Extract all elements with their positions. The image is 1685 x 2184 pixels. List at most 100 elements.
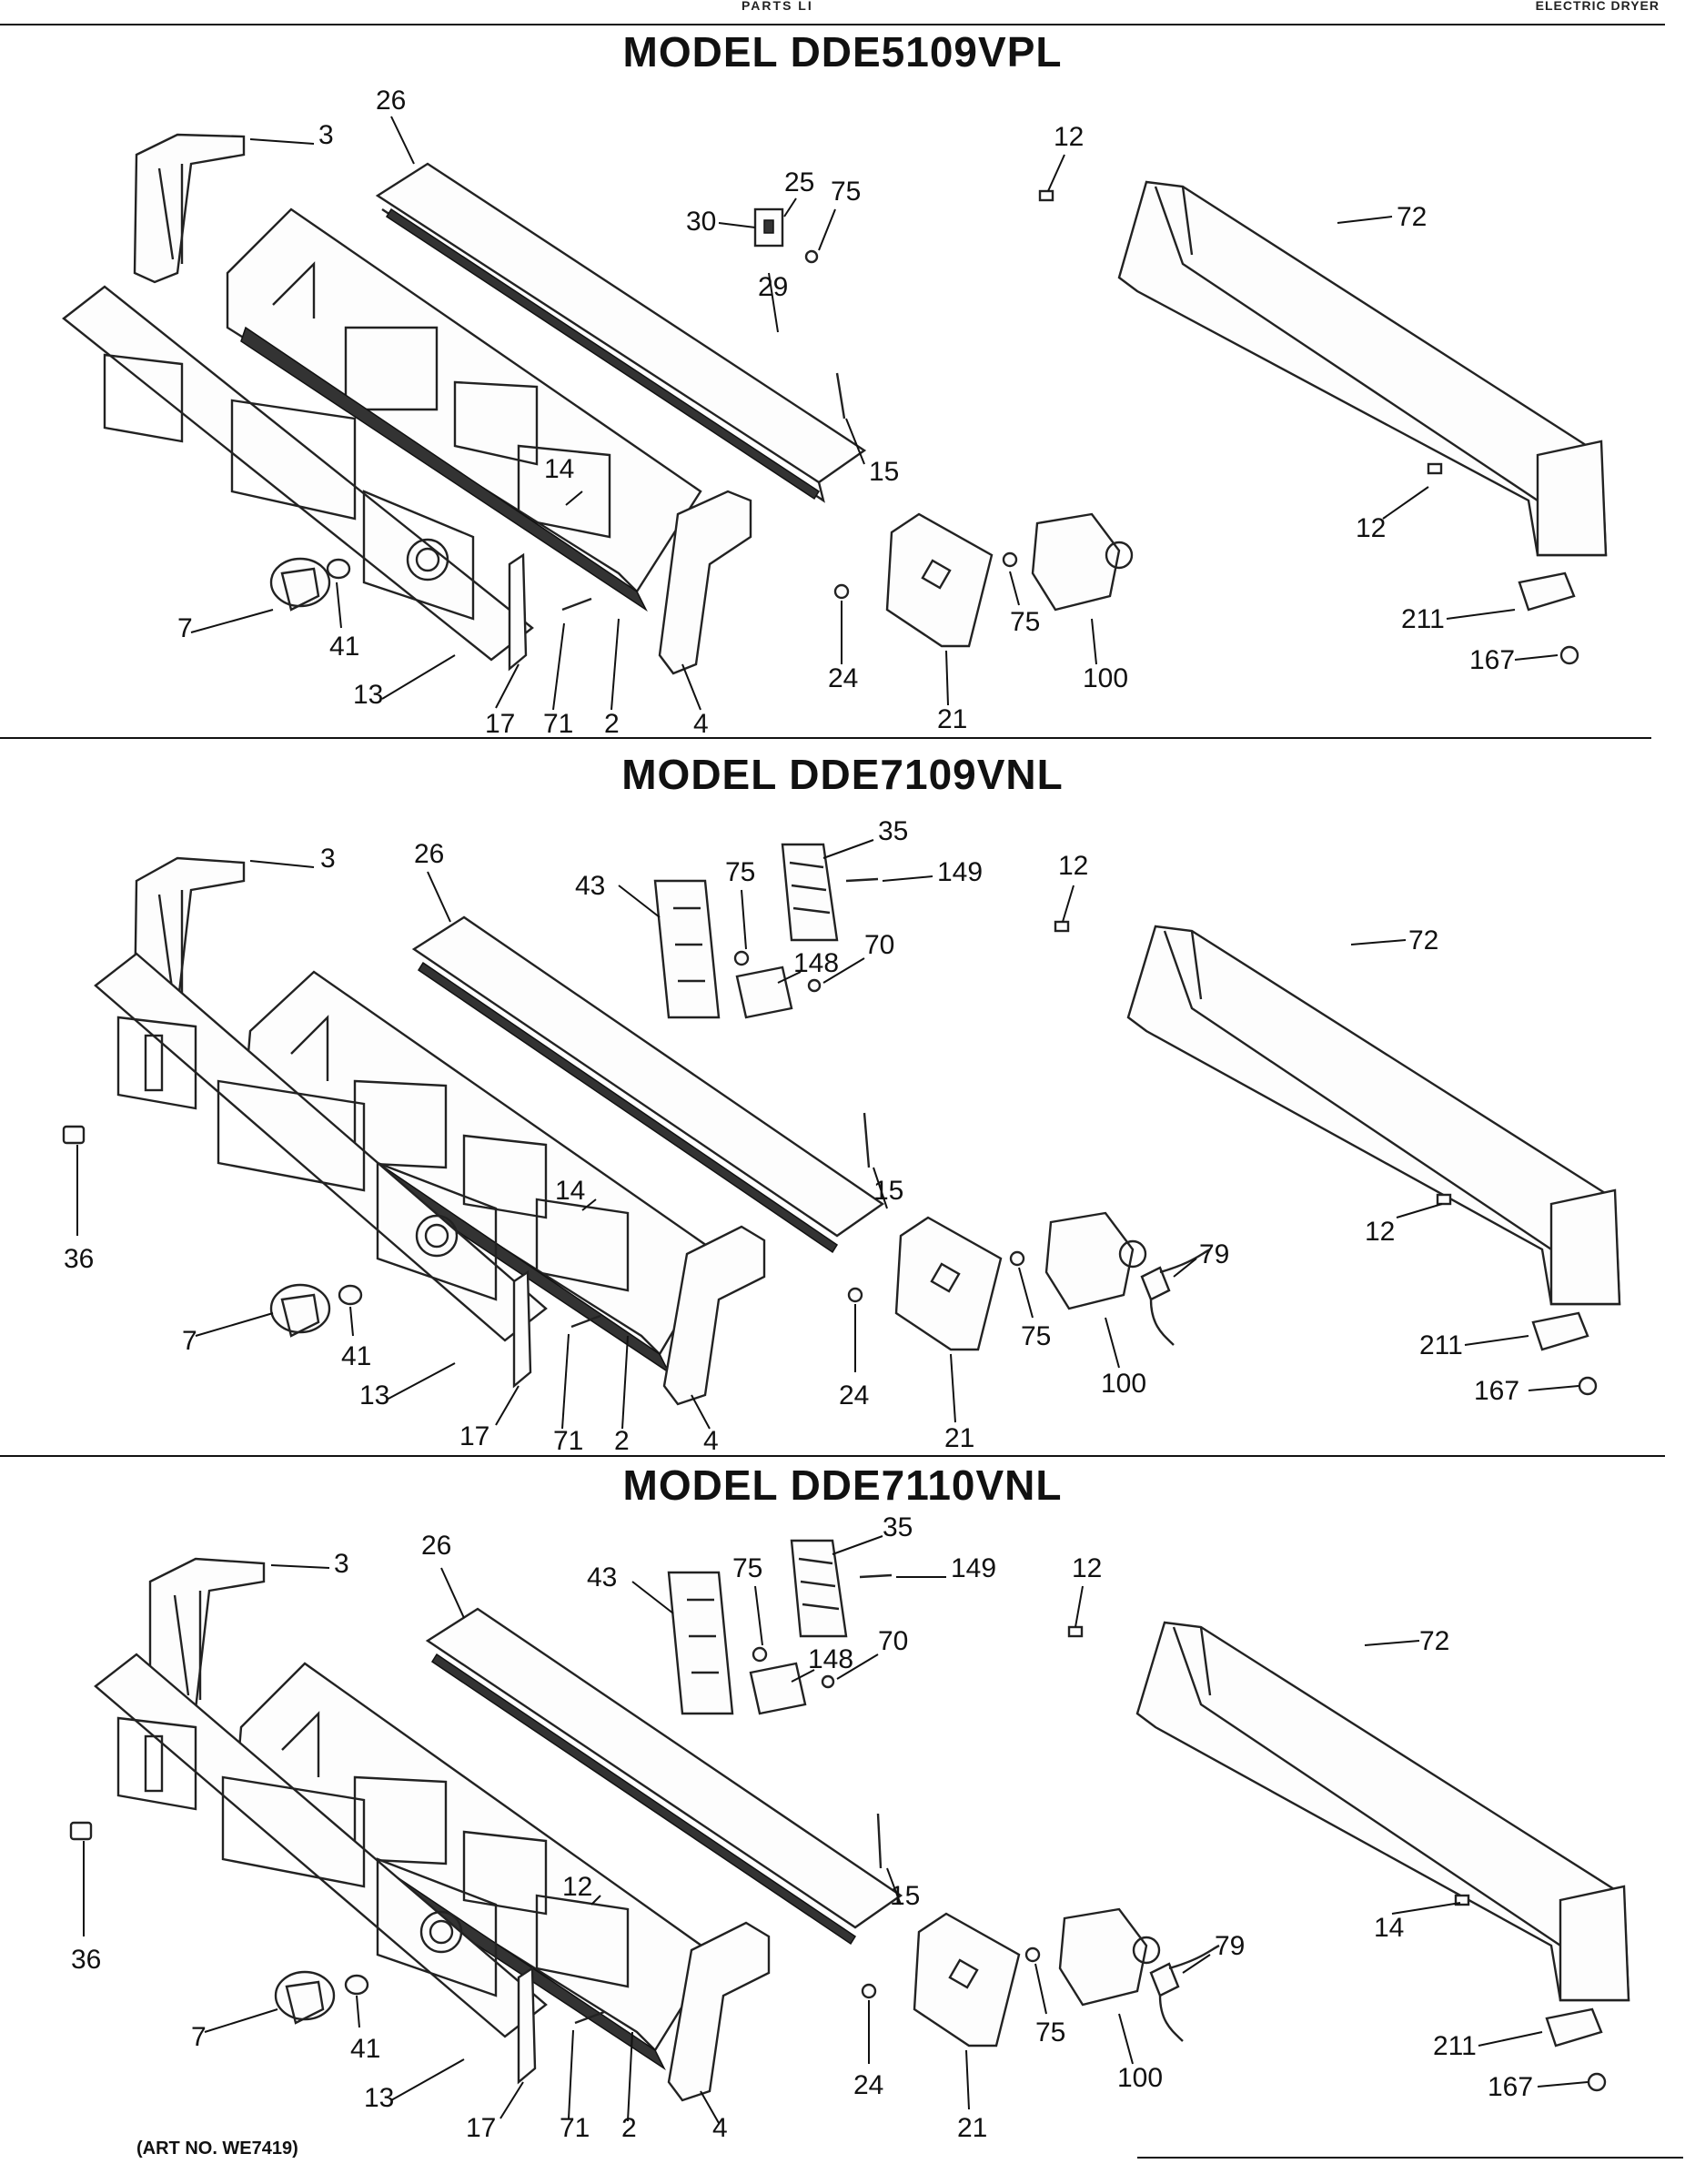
part-button bbox=[62, 1125, 86, 1145]
part-screw bbox=[570, 1314, 601, 1329]
part-bracket bbox=[517, 1966, 537, 2085]
part-clip bbox=[1038, 189, 1054, 202]
callout-label: 2 bbox=[621, 2113, 637, 2137]
part-cord-harness bbox=[1140, 1248, 1211, 1346]
part-timer bbox=[1044, 1211, 1147, 1310]
exploded-parts-diagram: 3 26 75 35 12 149 43 72 70 148 15 14 12 … bbox=[69, 1512, 1630, 2137]
callout-label: 35 bbox=[883, 1512, 913, 1542]
part-clip bbox=[1436, 1193, 1452, 1206]
part-bolt bbox=[1587, 2072, 1607, 2092]
callout-label: 71 bbox=[553, 1426, 583, 1454]
part-end-cap-left bbox=[133, 133, 246, 284]
leader-lines bbox=[83, 1535, 1589, 2124]
callout-label: 149 bbox=[951, 1553, 996, 1583]
part-mounting-plate bbox=[913, 1912, 1021, 2048]
footer-rule bbox=[1137, 2157, 1683, 2159]
callout-label: 14 bbox=[1374, 1913, 1404, 1943]
part-nut bbox=[861, 1983, 877, 1999]
leader-lines bbox=[76, 839, 1579, 1430]
callout-label: 167 bbox=[1469, 645, 1515, 675]
part-screw bbox=[835, 372, 846, 420]
callout-label: 211 bbox=[1419, 1330, 1463, 1360]
part-screw bbox=[1002, 551, 1018, 568]
part-screw bbox=[574, 2010, 605, 2025]
callout-label: 41 bbox=[341, 1341, 371, 1371]
callout-label: 12 bbox=[1365, 1217, 1395, 1247]
callout-label: 17 bbox=[485, 709, 515, 737]
callout-label: 79 bbox=[1215, 1931, 1245, 1961]
part-switch-housing bbox=[653, 879, 721, 1019]
part-hinge-bracket bbox=[1531, 1311, 1589, 1351]
callout-label: 15 bbox=[869, 457, 899, 487]
part-hinge-bracket bbox=[1545, 2007, 1603, 2048]
callout-label: 148 bbox=[793, 948, 839, 978]
callout-label: 71 bbox=[560, 2113, 590, 2137]
callout-labels: 3 26 75 35 12 149 43 72 70 148 15 14 12 … bbox=[71, 1512, 1533, 2137]
callout-label: 14 bbox=[555, 1176, 585, 1206]
part-front-panel bbox=[94, 1653, 548, 2038]
callout-label: 167 bbox=[1474, 1376, 1519, 1406]
callout-label: 75 bbox=[831, 177, 861, 207]
callout-label: 17 bbox=[459, 1421, 489, 1451]
exploded-parts-diagram: 3 26 75 35 12 43 149 72 70 148 15 14 36 … bbox=[62, 816, 1621, 1454]
callout-label: 75 bbox=[1035, 2017, 1065, 2048]
callout-label: 72 bbox=[1419, 1626, 1449, 1656]
callout-label: 72 bbox=[1408, 925, 1438, 956]
part-top-trim bbox=[411, 915, 885, 1254]
part-screw bbox=[1009, 1250, 1025, 1267]
part-top-trim bbox=[375, 162, 867, 503]
part-screw bbox=[859, 1573, 893, 1579]
callout-label: 4 bbox=[703, 1426, 719, 1454]
part-screw bbox=[561, 597, 592, 612]
part-knob bbox=[269, 557, 351, 612]
part-knob bbox=[269, 1283, 363, 1338]
part-nut bbox=[833, 583, 850, 600]
header-rule bbox=[0, 24, 1665, 25]
callout-label: 4 bbox=[693, 709, 709, 737]
callout-label: 7 bbox=[182, 1326, 197, 1356]
section-title: MODEL DDE5109VPL bbox=[622, 28, 1063, 76]
part-screw bbox=[752, 1646, 768, 1663]
callout-label: 70 bbox=[864, 930, 894, 960]
part-end-cap-right bbox=[658, 490, 752, 675]
callout-label: 4 bbox=[712, 2113, 728, 2137]
part-screw bbox=[807, 978, 822, 993]
callout-label: 3 bbox=[334, 1549, 349, 1579]
callout-label: 7 bbox=[177, 613, 193, 643]
callout-label: 7 bbox=[191, 2022, 207, 2052]
callout-label: 43 bbox=[587, 1562, 617, 1592]
part-screw bbox=[876, 1813, 883, 1869]
callout-label: 21 bbox=[937, 704, 967, 734]
part-screw bbox=[863, 1112, 871, 1168]
part-top-trim bbox=[425, 1607, 903, 1946]
callout-label: 75 bbox=[732, 1553, 762, 1583]
callout-label: 71 bbox=[543, 709, 573, 737]
part-rocker-switch bbox=[781, 843, 839, 942]
art-number: (ART NO. WE7419) bbox=[136, 2138, 298, 2159]
callout-label: 25 bbox=[784, 167, 814, 197]
callout-label: 13 bbox=[359, 1380, 389, 1410]
callout-label: 12 bbox=[1356, 513, 1386, 543]
callout-label: 12 bbox=[1054, 122, 1084, 152]
callout-label: 21 bbox=[944, 1423, 974, 1453]
part-screw bbox=[1024, 1946, 1041, 1963]
part-timer bbox=[1058, 1907, 1161, 2007]
part-clip bbox=[1067, 1625, 1084, 1638]
part-light-socket bbox=[749, 1662, 807, 1715]
part-switch bbox=[753, 207, 819, 264]
part-end-cap-right bbox=[662, 1225, 766, 1406]
callout-label: 2 bbox=[614, 1426, 630, 1454]
callout-label: 24 bbox=[839, 1380, 869, 1410]
part-rear-frame bbox=[1135, 1621, 1630, 2002]
callout-label: 26 bbox=[376, 86, 406, 116]
callout-label: 41 bbox=[350, 2034, 380, 2064]
part-front-panel bbox=[62, 285, 534, 662]
callout-label: 30 bbox=[686, 207, 716, 237]
section-model-2: MODEL DDE7109VNL bbox=[0, 744, 1685, 1454]
callout-label: 26 bbox=[421, 1531, 451, 1561]
callout-label: 211 bbox=[1401, 604, 1445, 634]
callout-label: 167 bbox=[1488, 2072, 1533, 2102]
callout-label: 75 bbox=[1010, 607, 1040, 637]
callout-label: 14 bbox=[544, 454, 574, 484]
callout-label: 12 bbox=[1058, 851, 1088, 881]
